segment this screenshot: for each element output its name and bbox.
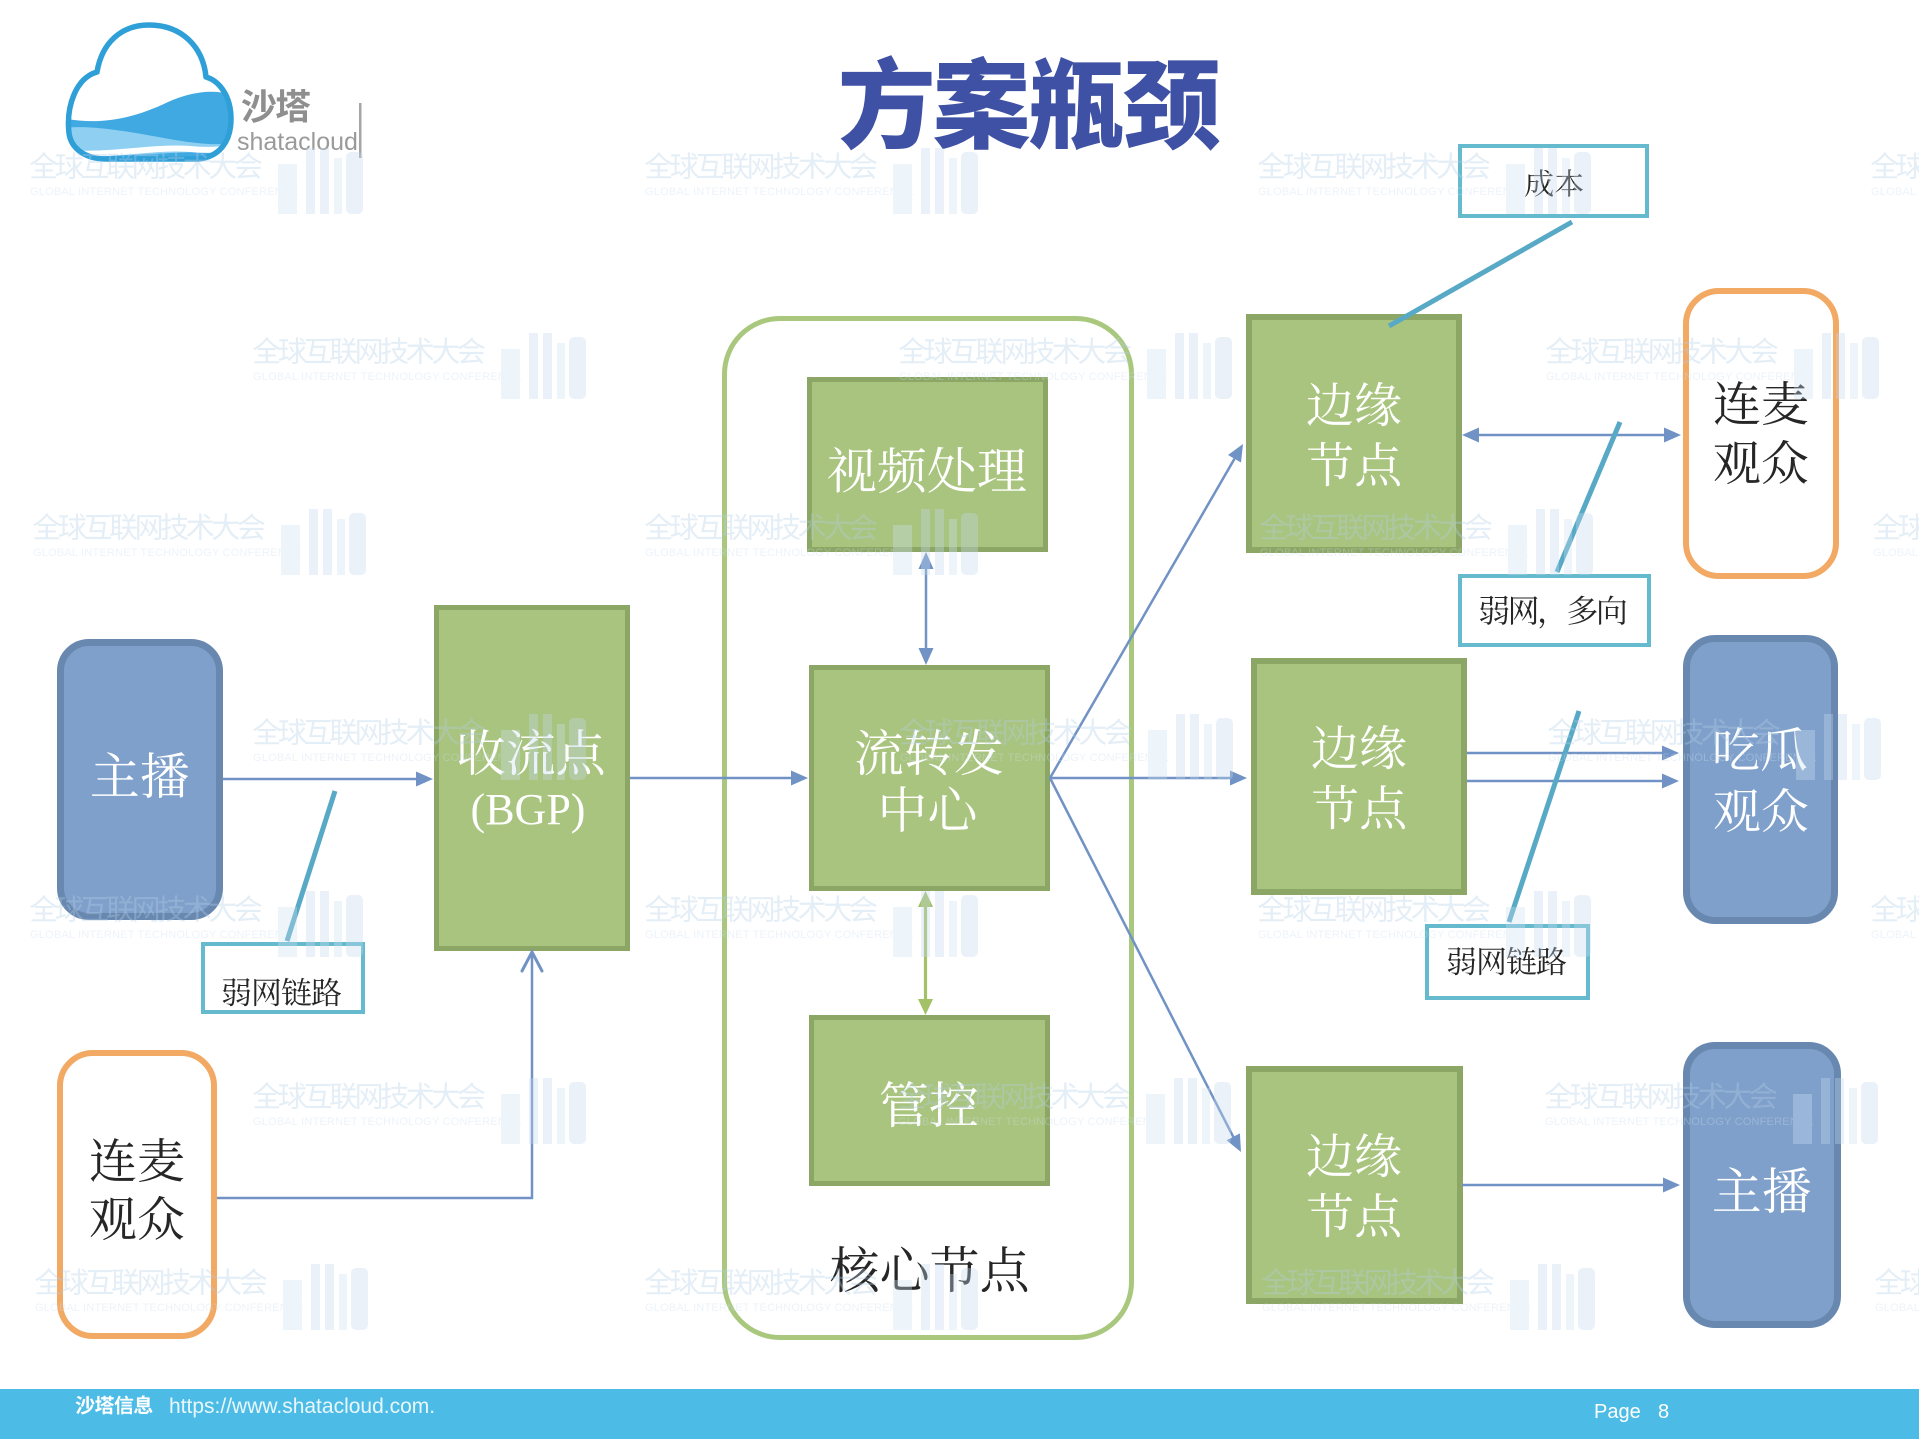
- svg-text:GLOBAL INTERNET TECHNOLOGY CON: GLOBAL INTERNET TECHNOLOGY CONFERENCE: [645, 929, 914, 941]
- svg-text:GLOBAL INTERNET TECHNOLOGY CON: GLOBAL INTERNET TECHNOLOGY CONFERENCE: [1548, 752, 1817, 764]
- svg-text:shatacloud: shatacloud: [237, 128, 358, 156]
- svg-text:GLOBAL INTERNET TECHNOLOGY CON: GLOBAL INTERNET TECHNOLOGY CONFERENCE: [1546, 371, 1815, 383]
- svg-text:GLOBAL INTERNET TECHNOLOGY CON: GLOBAL INTERNET TECHNOLOGY CONFERENCE: [1545, 1116, 1814, 1128]
- svg-text:GLOBAL INTERNET TECHNOLOGY CON: GLOBAL INTERNET TECHNOLOGY CONFERENCE: [253, 1116, 522, 1128]
- svg-text:GLOBAL INTERNET TECHNOLOGY CON: GLOBAL INTERNET TECHNOLOGY CONFERENCE: [1871, 186, 1919, 198]
- svg-text:GLOBAL INTERNET TECHNOLOGY CON: GLOBAL INTERNET TECHNOLOGY CONFERENCE: [645, 1302, 914, 1314]
- svg-text:GLOBAL INTERNET TECHNOLOGY CON: GLOBAL INTERNET TECHNOLOGY CONFERENCE: [35, 1302, 304, 1314]
- svg-text:GLOBAL INTERNET TECHNOLOGY CON: GLOBAL INTERNET TECHNOLOGY CONFERENCE: [253, 752, 522, 764]
- svg-text:GLOBAL INTERNET TECHNOLOGY CON: GLOBAL INTERNET TECHNOLOGY CONFERENCE: [1262, 1302, 1531, 1314]
- svg-text:GLOBAL INTERNET TECHNOLOGY CON: GLOBAL INTERNET TECHNOLOGY CONFERENCE: [1873, 547, 1919, 559]
- svg-text:https://www.shatacloud.com.: https://www.shatacloud.com.: [169, 1395, 435, 1418]
- svg-text:GLOBAL INTERNET TECHNOLOGY CON: GLOBAL INTERNET TECHNOLOGY CONFERENCE: [898, 1116, 1167, 1128]
- svg-text:GLOBAL INTERNET TECHNOLOGY CON: GLOBAL INTERNET TECHNOLOGY CONFERENCE: [899, 371, 1168, 383]
- svg-text:GLOBAL INTERNET TECHNOLOGY CON: GLOBAL INTERNET TECHNOLOGY CONFERENCE: [253, 371, 522, 383]
- svg-text:8: 8: [1658, 1401, 1669, 1423]
- svg-text:GLOBAL INTERNET TECHNOLOGY CON: GLOBAL INTERNET TECHNOLOGY CONFERENCE: [30, 929, 299, 941]
- svg-text:GLOBAL INTERNET TECHNOLOGY CON: GLOBAL INTERNET TECHNOLOGY CONFERENCE: [33, 547, 302, 559]
- svg-text:GLOBAL INTERNET TECHNOLOGY CON: GLOBAL INTERNET TECHNOLOGY CONFERENCE: [645, 186, 914, 198]
- svg-text:GLOBAL INTERNET TECHNOLOGY CON: GLOBAL INTERNET TECHNOLOGY CONFERENCE: [1260, 547, 1529, 559]
- svg-text:GLOBAL INTERNET TECHNOLOGY CON: GLOBAL INTERNET TECHNOLOGY CONFERENCE: [1258, 929, 1527, 941]
- svg-text:(BGP): (BGP): [471, 785, 586, 834]
- svg-text:GLOBAL INTERNET TECHNOLOGY CON: GLOBAL INTERNET TECHNOLOGY CONFERENCE: [645, 547, 914, 559]
- svg-text:GLOBAL INTERNET TECHNOLOGY CON: GLOBAL INTERNET TECHNOLOGY CONFERENCE: [30, 186, 299, 198]
- svg-text:GLOBAL INTERNET TECHNOLOGY CON: GLOBAL INTERNET TECHNOLOGY CONFERENCE: [900, 752, 1169, 764]
- svg-text:GLOBAL INTERNET TECHNOLOGY CON: GLOBAL INTERNET TECHNOLOGY CONFERENCE: [1871, 929, 1919, 941]
- svg-text:Page: Page: [1594, 1401, 1641, 1423]
- svg-text:GLOBAL INTERNET TECHNOLOGY CON: GLOBAL INTERNET TECHNOLOGY CONFERENCE: [1875, 1302, 1919, 1314]
- svg-text:GLOBAL INTERNET TECHNOLOGY CON: GLOBAL INTERNET TECHNOLOGY CONFERENCE: [1258, 186, 1527, 198]
